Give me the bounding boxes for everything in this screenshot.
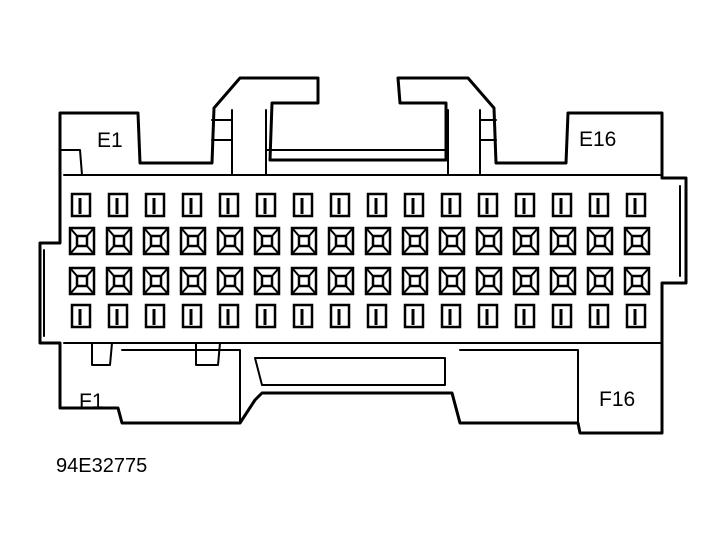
- terminal-F-row-small-6: [255, 303, 277, 329]
- latch-left-post: [231, 109, 267, 176]
- terminal-E-row-small-11: [440, 192, 462, 218]
- terminal-E-row-small-8: [329, 192, 351, 218]
- terminal-E-row-small-1: [70, 192, 92, 218]
- connector-housing: [38, 76, 688, 435]
- terminal-E-row-small-15: [588, 192, 610, 218]
- terminal-E-row-small-4: [181, 192, 203, 218]
- terminal-F-row-large-16: [623, 266, 651, 296]
- terminal-F-row-small-9: [366, 303, 388, 329]
- terminal-E-row-large-7: [290, 226, 318, 256]
- terminal-F-row-large-13: [512, 266, 540, 296]
- bottom-block-right: [459, 349, 579, 424]
- terminal-E-row-small-5: [218, 192, 240, 218]
- terminal-F-row-large-7: [290, 266, 318, 296]
- terminal-E-row-small-10: [403, 192, 425, 218]
- pin-label-f1: F1: [79, 390, 104, 413]
- terminal-E-row-small-6: [255, 192, 277, 218]
- terminal-F-row-large-8: [327, 266, 355, 296]
- bottom-slot: [254, 357, 446, 386]
- terminal-E-row-large-3: [142, 226, 170, 256]
- terminal-F-row-small-5: [218, 303, 240, 329]
- top-left-corner-notch: [59, 149, 83, 176]
- terminal-F-row-large-1: [68, 266, 96, 296]
- terminal-E-row-large-8: [327, 226, 355, 256]
- terminal-F-row-large-6: [253, 266, 281, 296]
- terminal-F-row-large-9: [364, 266, 392, 296]
- bottom-recess-mid: [195, 342, 221, 366]
- terminal-E-row-small-9: [366, 192, 388, 218]
- terminal-E-row-large-11: [438, 226, 466, 256]
- terminal-F-row-large-11: [438, 266, 466, 296]
- terminal-E-row-small-13: [514, 192, 536, 218]
- latch-right-step: [479, 119, 497, 141]
- terminal-E-row-small-12: [477, 192, 499, 218]
- pin-label-e1: E1: [97, 129, 123, 152]
- terminal-E-row-small-2: [107, 192, 129, 218]
- latch-left-step: [211, 119, 233, 141]
- terminal-F-row-large-14: [549, 266, 577, 296]
- terminal-F-row-large-12: [475, 266, 503, 296]
- terminal-F-row-small-11: [440, 303, 462, 329]
- terminal-E-row-large-14: [549, 226, 577, 256]
- terminal-F-row-large-3: [142, 266, 170, 296]
- terminal-F-row-small-3: [144, 303, 166, 329]
- terminal-E-row-large-2: [105, 226, 133, 256]
- terminal-E-row-large-1: [68, 226, 96, 256]
- latch-right-post: [447, 109, 481, 176]
- terminal-F-row-small-1: [70, 303, 92, 329]
- housing-outline: [38, 76, 688, 435]
- terminal-F-row-small-2: [107, 303, 129, 329]
- terminal-E-row-large-12: [475, 226, 503, 256]
- terminal-E-row-small-14: [551, 192, 573, 218]
- terminal-E-row-large-9: [364, 226, 392, 256]
- terminal-E-row-small-3: [144, 192, 166, 218]
- pin-label-f16: F16: [599, 388, 636, 411]
- terminal-F-row-small-13: [514, 303, 536, 329]
- terminal-F-row-large-10: [401, 266, 429, 296]
- terminal-E-row-large-10: [401, 226, 429, 256]
- terminal-F-row-large-4: [179, 266, 207, 296]
- terminal-E-row-large-5: [216, 226, 244, 256]
- terminal-F-row-large-15: [586, 266, 614, 296]
- terminal-F-row-small-16: [625, 303, 647, 329]
- bottom-block-left: [121, 349, 241, 424]
- figure-id: 94E32775: [56, 455, 148, 477]
- terminal-F-row-small-14: [551, 303, 573, 329]
- terminal-E-row-large-4: [179, 226, 207, 256]
- terminal-E-row-large-13: [512, 226, 540, 256]
- bottom-recess-left: [91, 342, 113, 366]
- terminal-F-row-small-8: [329, 303, 351, 329]
- terminal-E-row-large-6: [253, 226, 281, 256]
- terminal-F-row-small-12: [477, 303, 499, 329]
- terminal-array: [68, 192, 651, 329]
- terminal-F-row-small-7: [292, 303, 314, 329]
- terminal-F-row-large-2: [105, 266, 133, 296]
- terminal-F-row-large-5: [216, 266, 244, 296]
- terminal-E-row-small-16: [625, 192, 647, 218]
- pin-label-e16: E16: [579, 128, 617, 151]
- terminal-E-row-large-16: [623, 226, 651, 256]
- terminal-E-row-large-15: [586, 226, 614, 256]
- terminal-F-row-small-4: [181, 303, 203, 329]
- terminal-E-row-small-7: [292, 192, 314, 218]
- terminal-F-row-small-15: [588, 303, 610, 329]
- terminal-F-row-small-10: [403, 303, 425, 329]
